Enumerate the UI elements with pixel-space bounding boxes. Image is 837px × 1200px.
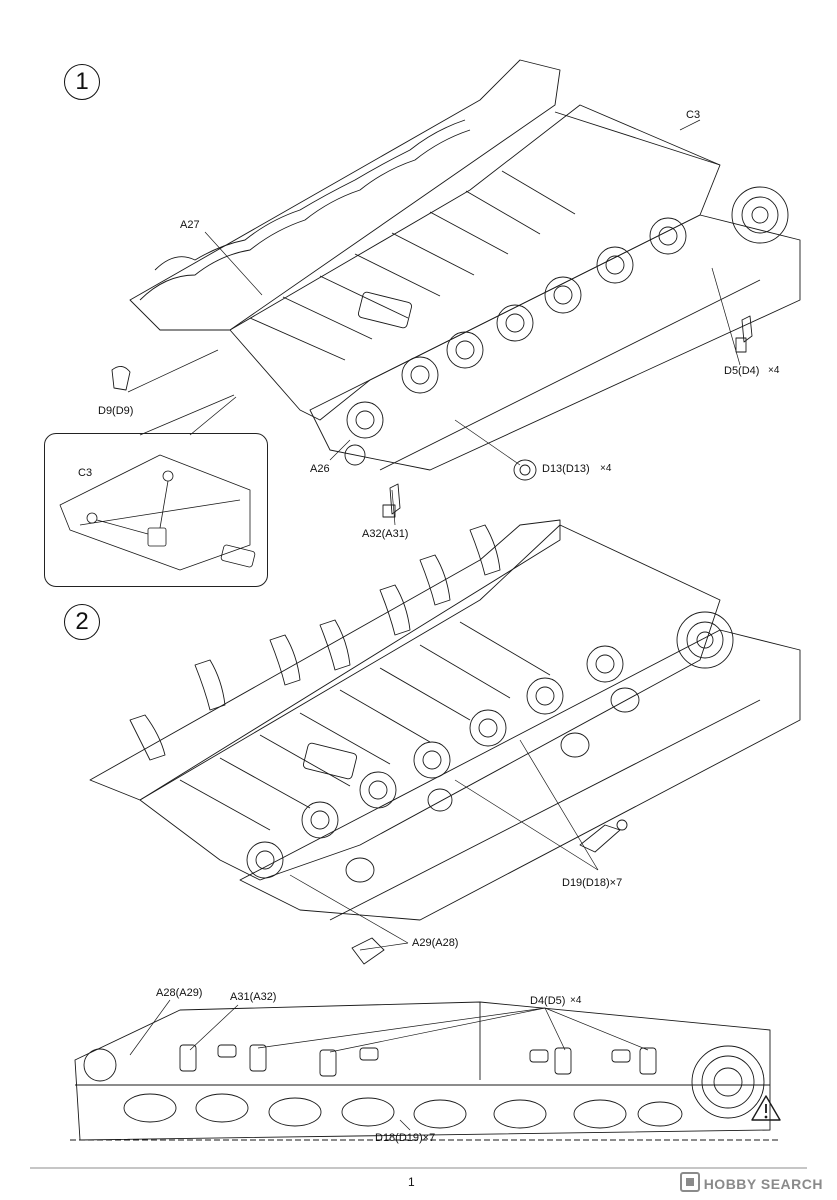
part-label-d4: D4(D5) [530,995,566,1007]
part-label-a31: A31(A32) [230,991,277,1003]
caution-icon [751,1095,781,1121]
part-label-d5: D5(D4) [724,365,760,377]
step1-suspension-hubs [346,186,789,439]
inset-detail-box [44,433,268,587]
part-label-a26: A26 [310,463,330,475]
watermark-logo-icon [679,1172,700,1192]
step2-suspension-hubs [246,611,734,883]
step2-swing-arms [129,524,628,965]
inset-callout-lines [59,394,256,571]
part-qty-d13: ×4 [600,463,612,474]
part-label-d18: D18(D19)×7 [375,1132,436,1144]
watermark-text: HOBBY SEARCH [703,1176,823,1192]
step1-hull-panel [129,59,801,471]
watermark: HOBBY SEARCH [679,1172,823,1192]
part-label-a28: A28(A29) [156,987,203,999]
side-view-leader-lines [129,999,649,1131]
inset-label-c3: C3 [78,467,93,479]
part-qty-d5: ×4 [768,365,780,376]
step1-small-parts [111,119,753,518]
page-number: 1 [408,1175,415,1189]
part-label-c3: C3 [686,109,701,121]
step2-leader-lines [289,739,599,951]
step-number-2: 2 [64,604,100,640]
part-label-d19: D19(D18)×7 [562,877,623,889]
part-label-d13: D13(D13) [542,463,590,475]
part-qty-d4: ×4 [570,995,582,1006]
side-view-hull [74,1001,771,1141]
part-label-a29: A29(A28) [412,937,459,949]
part-label-a27: A27 [180,219,200,231]
step2-hull-panel [89,519,801,921]
step-number-1: 1 [64,64,100,100]
part-label-d9: D9(D9) [98,405,134,417]
step1-leader-lines [127,119,741,526]
part-label-a32: A32(A31) [362,528,409,540]
